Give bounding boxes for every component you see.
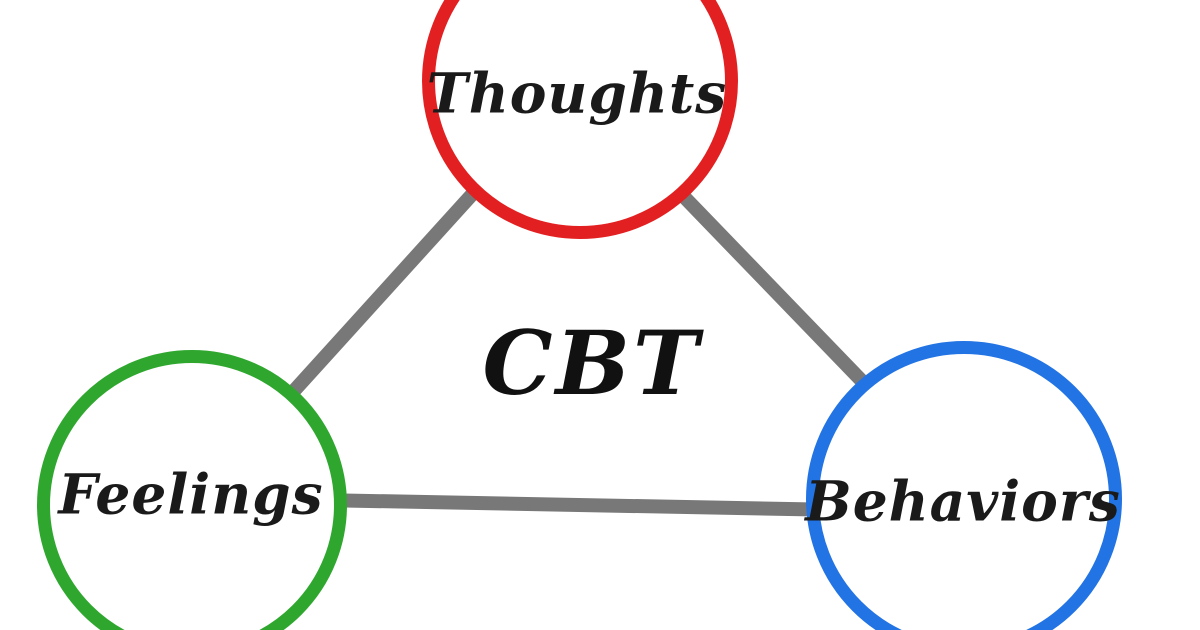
thoughts-label: Thoughts: [426, 60, 728, 126]
diagram-title: CBT: [482, 311, 702, 415]
feelings-label: Feelings: [58, 461, 324, 527]
edge-thoughts-feelings: [274, 170, 495, 412]
edge-feelings-behaviors: [329, 493, 831, 517]
behaviors-label: Behaviors: [805, 468, 1121, 534]
